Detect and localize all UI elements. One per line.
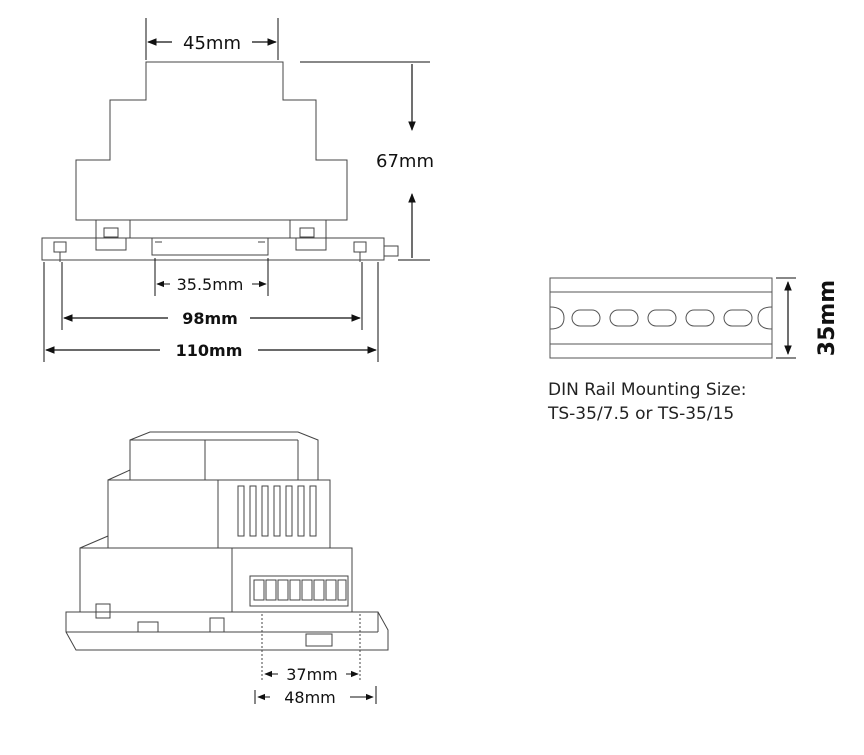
din-rail-slot [723, 309, 753, 327]
dim-110mm: 110mm [45, 341, 377, 360]
dim-35mm: 35mm [776, 277, 840, 359]
dim-98mm: 98mm [63, 309, 361, 328]
iso-left-clip [95, 603, 111, 619]
front-right-clip [289, 220, 327, 251]
dim-98mm-label: 98mm [182, 309, 238, 328]
din-rail-slot [571, 309, 601, 327]
caption-line-2: TS-35/7.5 or TS-35/15 [548, 404, 735, 424]
iso-vent-slots [237, 485, 317, 537]
dim-110mm-label: 110mm [176, 341, 243, 360]
front-left-screw [53, 241, 67, 253]
front-rail-channel [151, 238, 269, 256]
isometric-view [65, 431, 389, 682]
din-rail-slot [609, 309, 639, 327]
dim-37mm: 37mm [264, 665, 359, 684]
din-rail-caption: DIN Rail Mounting Size: TS-35/7.5 or TS-… [548, 378, 848, 426]
dim-67mm-label: 67mm [376, 151, 434, 172]
front-side-stub [383, 245, 399, 257]
iso-front-clip [305, 633, 333, 647]
caption-line-1: DIN Rail Mounting Size: [548, 380, 747, 400]
din-rail-outline [549, 277, 773, 359]
dim-37mm-label: 37mm [286, 665, 338, 684]
dim-35mm-label: 35mm [815, 280, 840, 356]
dim-45mm: 45mm [147, 33, 277, 54]
dim-48mm-label: 48mm [284, 688, 336, 707]
iso-middle-tier [107, 479, 331, 549]
front-view [41, 61, 399, 262]
din-rail-slot [647, 309, 677, 327]
dim-67mm: 67mm [376, 64, 434, 258]
dim-35-5mm-label: 35.5mm [177, 275, 244, 294]
iso-top-tier [129, 431, 319, 481]
dim-35-5mm: 35.5mm [156, 275, 267, 294]
front-right-screw [353, 241, 367, 253]
iso-terminal-block [249, 575, 349, 607]
dim-45mm-label: 45mm [183, 33, 241, 54]
front-left-clip [95, 220, 131, 251]
din-rail [549, 277, 773, 359]
iso-base-plate [65, 611, 389, 651]
iso-right-clip [209, 617, 225, 633]
front-housing-outline [75, 61, 348, 221]
front-base-plate [41, 237, 385, 261]
extension-lines [43, 18, 430, 362]
dim-48mm: 48mm [254, 686, 377, 707]
din-rail-slot [685, 309, 715, 327]
